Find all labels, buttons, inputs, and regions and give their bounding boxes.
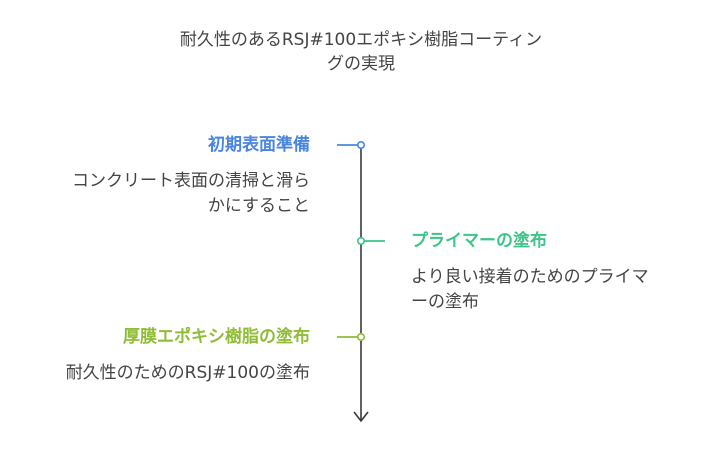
title-line-2: グの実現 xyxy=(327,54,395,74)
step3-desc-line-1: 耐久性のためのRSJ#100の塗布 xyxy=(65,363,310,383)
step1-desc-line-2: かにすること xyxy=(207,196,310,216)
timeline-arrowhead xyxy=(353,411,369,423)
step2-desc-line-1: より良い接着のためのプライマ xyxy=(411,267,649,287)
diagram-title: 耐久性のあるRSJ#100エポキシ樹脂コーティン グの実現 xyxy=(0,28,722,76)
title-line-1: 耐久性のあるRSJ#100エポキシ樹脂コーティン xyxy=(179,30,543,50)
step3-description: 耐久性のためのRSJ#100の塗布 xyxy=(66,361,310,386)
step3-title: 厚膜エポキシ樹脂の塗布 xyxy=(123,327,310,347)
step3-node xyxy=(356,332,365,341)
step2-title: プライマーの塗布 xyxy=(411,231,547,251)
step1-title: 初期表面準備 xyxy=(208,135,310,155)
step2-node xyxy=(356,237,365,246)
step2-description: より良い接着のためのプライマ ーの塗布 xyxy=(411,265,649,315)
step1-description: コンクリート表面の清掃と滑ら かにすること xyxy=(72,169,310,219)
step1-node xyxy=(356,141,365,150)
step1-desc-line-1: コンクリート表面の清掃と滑ら xyxy=(72,171,310,191)
step2-desc-line-2: ーの塗布 xyxy=(411,292,479,312)
